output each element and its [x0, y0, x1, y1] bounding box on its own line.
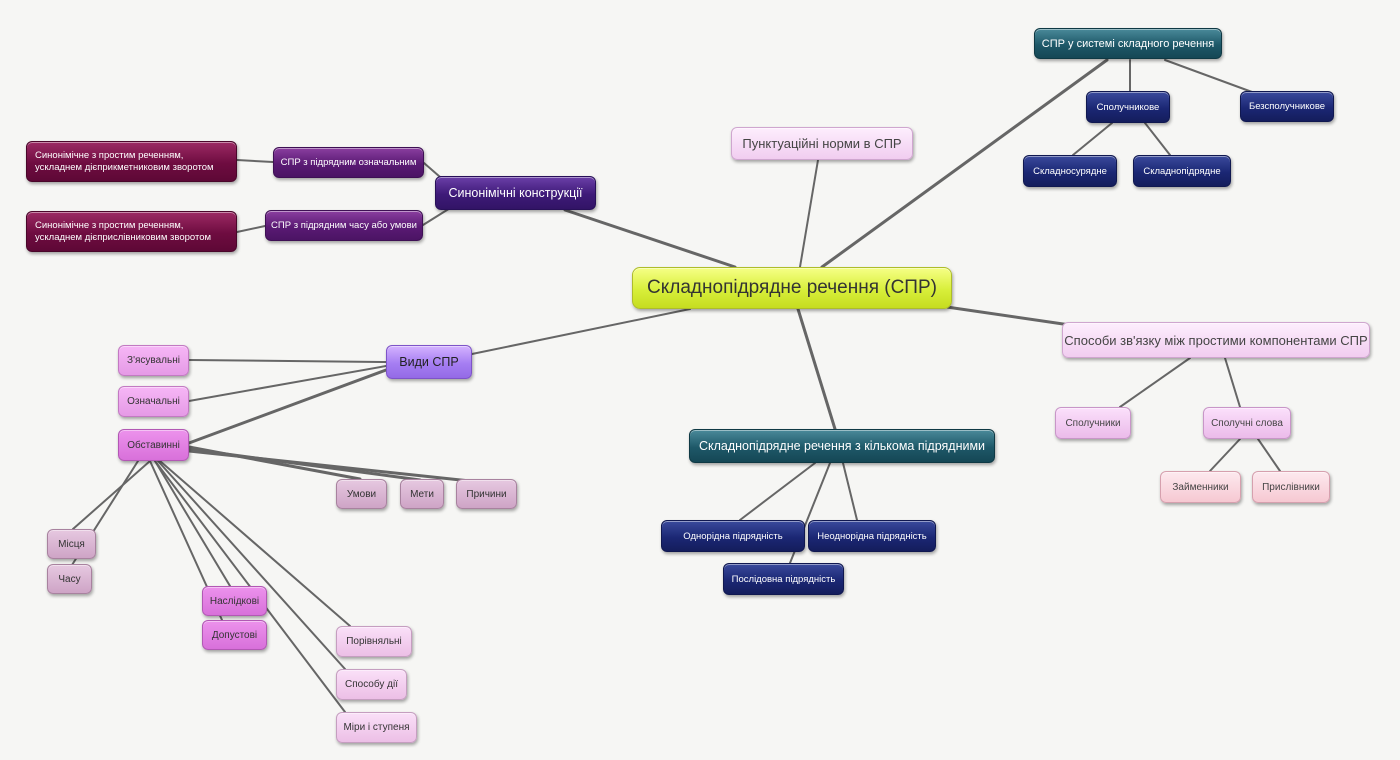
comparative-node[interactable]: Порівняльні [336, 626, 412, 657]
connection-ways-node[interactable]: Способи зв'язку між простими компонентам… [1062, 322, 1370, 358]
place-node[interactable]: Місця [47, 529, 96, 559]
compound-node[interactable]: Складносурядне [1023, 155, 1117, 187]
connector-line [154, 460, 231, 587]
purpose-node[interactable]: Мети [400, 479, 444, 509]
types-node[interactable]: Види СПР [386, 345, 472, 379]
attributive-type-node[interactable]: Означальні [118, 386, 189, 417]
condition-node[interactable]: Умови [336, 479, 387, 509]
cause-node[interactable]: Причини [456, 479, 517, 509]
multi-clause-node[interactable]: Складнопідрядне речення з кількома підря… [689, 429, 995, 463]
connector-line [820, 58, 1109, 269]
connector-line [236, 225, 266, 233]
connector-line [1119, 357, 1191, 408]
connector-line [159, 460, 351, 627]
connector-line [796, 307, 837, 431]
adverbial-type-node[interactable]: Обставинні [118, 429, 189, 461]
connector-line [938, 304, 1072, 327]
connector-line [188, 359, 387, 363]
adverbial-participle-node[interactable]: Синонімічне з простим реченням, ускладне… [26, 211, 237, 252]
connector-line [1257, 438, 1281, 472]
conjunctive-node[interactable]: Сполучникове [1086, 91, 1170, 123]
nonconjunctive-node[interactable]: Безсполучникове [1240, 91, 1334, 122]
connector-line [799, 159, 819, 268]
connector-line [842, 462, 858, 521]
connector-line [471, 308, 691, 355]
manner-node[interactable]: Способу дії [336, 669, 407, 700]
sequential-node[interactable]: Послідовна підрядність [723, 563, 844, 595]
root-node[interactable]: Складнопідрядне речення (СПР) [632, 267, 952, 309]
connector-line [563, 208, 737, 269]
connector-line [72, 460, 151, 530]
pronouns-node[interactable]: Займенники [1160, 471, 1241, 503]
connector-line [1164, 59, 1253, 93]
connector-line [187, 368, 388, 445]
connector-line [187, 449, 472, 483]
explanatory-node[interactable]: З'ясувальні [118, 345, 189, 376]
degree-node[interactable]: Міри і ступеня [336, 712, 417, 743]
connector-line [1224, 357, 1241, 408]
time-condition-spr-node[interactable]: СПР з підрядним часу або умови [265, 210, 423, 241]
time-node[interactable]: Часу [47, 564, 92, 594]
conjunctions-node[interactable]: Сполучники [1055, 407, 1131, 439]
connector-line [236, 159, 274, 163]
adverbs-node[interactable]: Прислівники [1252, 471, 1330, 503]
conjunctive-words-node[interactable]: Сполучні слова [1203, 407, 1291, 439]
homogeneous-node[interactable]: Однорідна підрядність [661, 520, 805, 552]
synonymic-node[interactable]: Синонімічні конструкції [435, 176, 596, 210]
concessive-node[interactable]: Допустові [202, 620, 267, 650]
connector-line [1209, 438, 1241, 472]
connector-line [188, 365, 387, 402]
heterogeneous-node[interactable]: Неоднорідна підрядність [808, 520, 936, 552]
connector-line [157, 460, 346, 670]
complex-node[interactable]: Складнопідрядне [1133, 155, 1231, 187]
consequence-node[interactable]: Наслідкові [202, 586, 267, 616]
connector-line [739, 462, 816, 521]
connector-line [1144, 122, 1171, 156]
connector-line [1072, 122, 1113, 156]
system-node[interactable]: СПР у системі складного речення [1034, 28, 1222, 59]
participle-phrase-node[interactable]: Синонімічне з простим реченням, ускладне… [26, 141, 237, 182]
attributive-spr-node[interactable]: СПР з підрядним означальним [273, 147, 424, 178]
punctuation-node[interactable]: Пунктуаційні норми в СПР [731, 127, 913, 160]
